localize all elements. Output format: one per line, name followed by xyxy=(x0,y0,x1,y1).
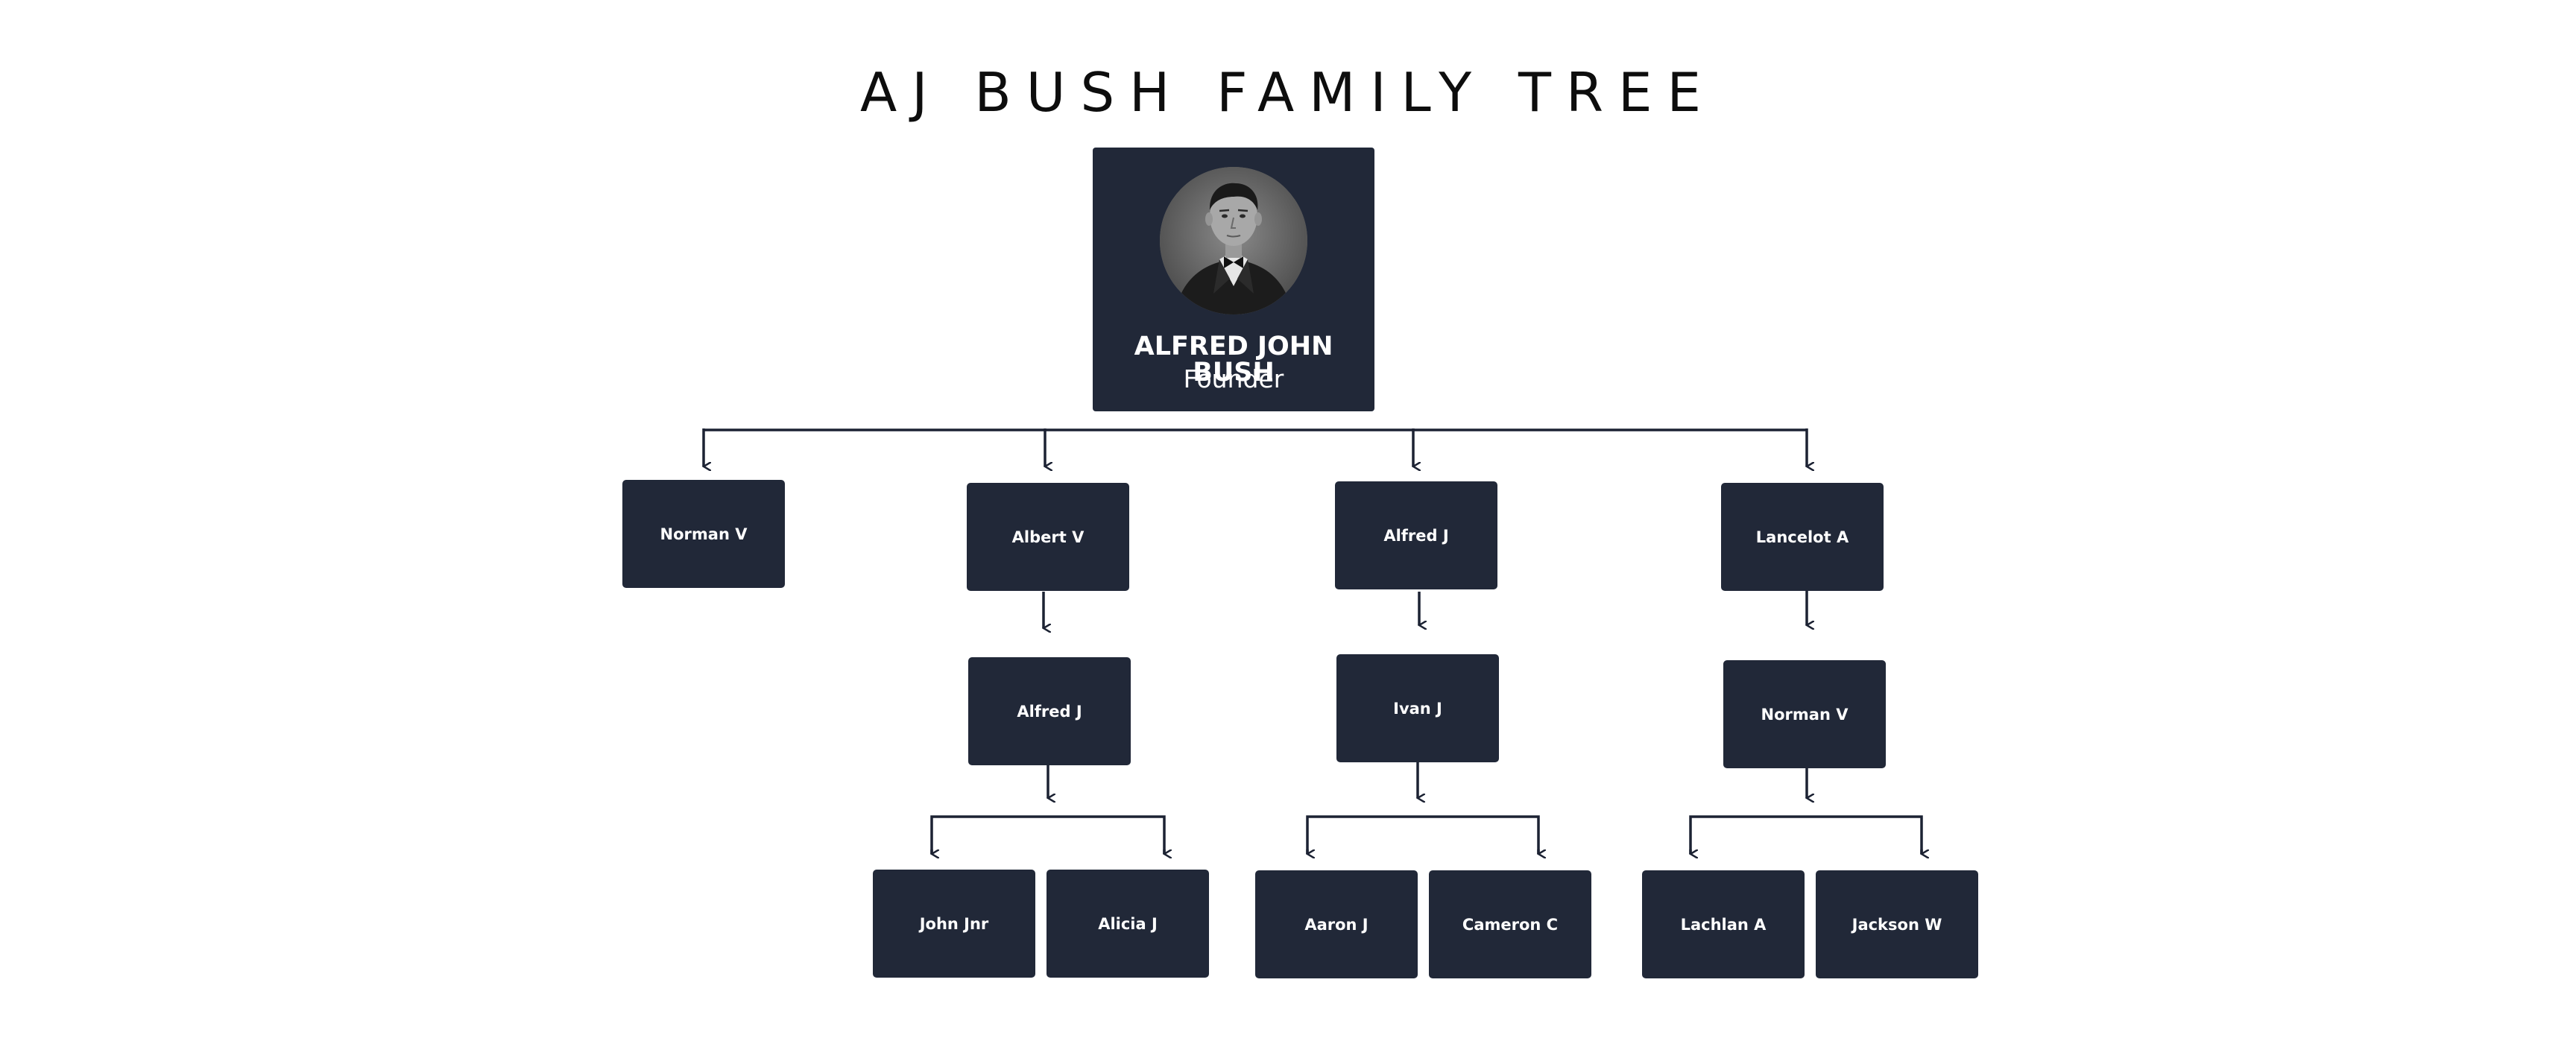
founder-name: ALFRED JOHN BUSH xyxy=(1134,332,1333,387)
member-card-norman-v-2: Norman V xyxy=(1723,660,1886,768)
portrait-photo-icon xyxy=(1160,167,1307,314)
founder-card: ALFRED JOHN BUSH Founder xyxy=(1093,148,1374,411)
connector-norman-bracket xyxy=(1689,815,1923,854)
member-card-cameron-c: Cameron C xyxy=(1429,870,1591,978)
member-card-alfred-j-2: Alfred J xyxy=(968,657,1131,765)
connector-alfred-bracket xyxy=(930,815,1166,854)
page-title: AJ BUSH FAMILY TREE xyxy=(859,61,1717,124)
member-card-alfred-j: Alfred J xyxy=(1335,481,1497,589)
member-card-ivan-j: Ivan J xyxy=(1336,654,1499,762)
member-card-norman-v: Norman V xyxy=(622,480,785,588)
member-card-lancelot-a: Lancelot A xyxy=(1721,483,1884,591)
member-card-alicia-j: Alicia J xyxy=(1046,870,1209,978)
member-card-john-jnr: John Jnr xyxy=(873,870,1035,978)
member-card-lachlan-a: Lachlan A xyxy=(1642,870,1805,978)
connector-ivan-bracket xyxy=(1306,815,1540,854)
member-card-jackson-w: Jackson W xyxy=(1816,870,1978,978)
member-card-aaron-j: Aaron J xyxy=(1255,870,1418,978)
founder-role: Founder xyxy=(1183,364,1284,393)
member-card-albert-v: Albert V xyxy=(967,483,1129,591)
